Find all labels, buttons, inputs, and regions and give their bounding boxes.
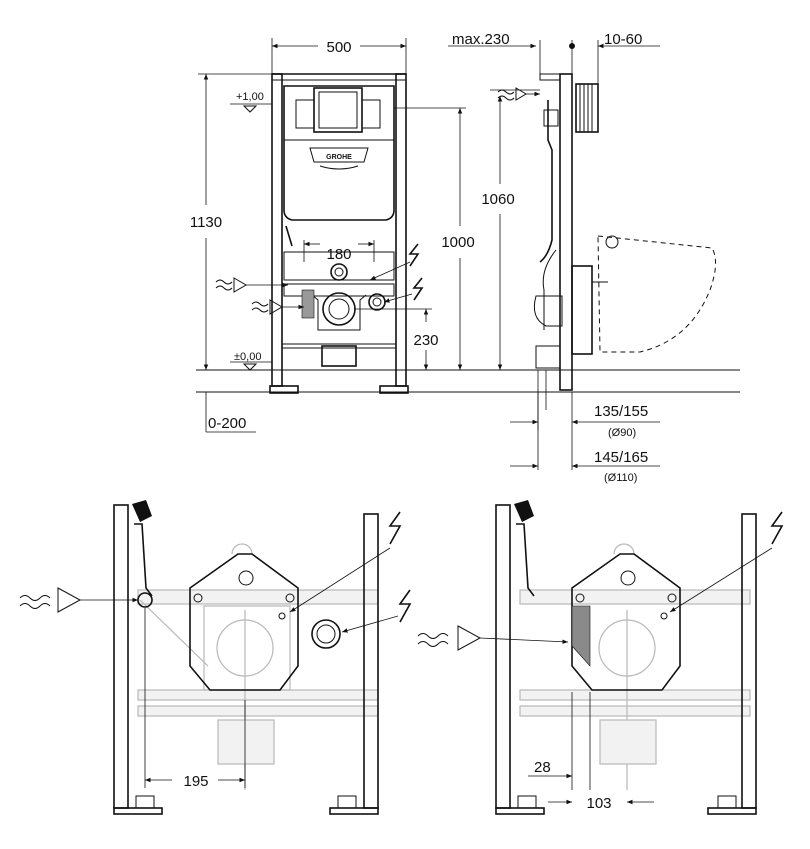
wall-range-dimension: 10-60 [604,31,642,48]
bowl-mount-plate [571,265,593,355]
flush-plate-opening [313,87,363,133]
dim-b-sub: (Ø110) [604,472,637,484]
detail-left-socket [311,619,341,649]
waste-outlet [322,292,356,326]
detail-left-upright-right [363,513,379,809]
detail-right-upright-right [741,513,757,809]
wc-bowl-outline [597,235,716,353]
detail-right-upright-left [495,504,511,809]
frame-right-upright [395,73,407,387]
foot-left [269,385,299,394]
detail-left-hose [134,523,153,597]
dim-a: 135/155 [594,403,648,420]
detail-left-offset-dimension: 195 [183,773,208,790]
detail-right-water-icon [417,633,449,647]
front-view: GROHE 500 1130 +1,00 ±0,00 [190,38,520,433]
detail-left: 195 [19,500,412,815]
width-dimension: 500 [326,39,351,56]
height-dimension: 1130 [190,214,222,231]
outlet-height-dimension: 230 [413,332,438,349]
water-inlet [330,263,348,281]
electric-icon [408,243,420,267]
detail-right-mount-plate [571,553,681,691]
foot-right [379,385,409,394]
side-view: max.230 10-60 1060 135/155 (Ø90) 145/165… [448,31,740,484]
detail-right-offset-dimension: 103 [586,795,611,812]
dim-b: 145/165 [594,449,648,466]
inlet-spacing-dimension: 180 [326,246,351,263]
brand-text: GROHE [326,154,352,161]
dim-a-sub: (Ø90) [608,427,636,439]
plate-height-dimension: 1000 [441,234,474,251]
detail-left-water-icon [19,595,51,609]
detail-right-small-offset-dimension: 28 [534,759,551,776]
floor-adjust-dimension: 0-200 [208,415,246,432]
detail-right-electric-icon [770,511,784,545]
detail-left-electric-icon [388,511,402,545]
floor-level-label: ±0,00 [234,351,261,363]
side-drain-bend [533,295,563,327]
frame-left-upright [271,73,283,387]
max-depth-dimension: max.230 [452,31,510,48]
detail-right-inlet-block [571,605,591,667]
wall-mounting-block [575,83,599,133]
side-frame [559,73,573,391]
side-height-dimension: 1060 [481,191,514,208]
water-inlet-icon [251,301,269,313]
brand-badge [309,147,369,163]
supply-pipe [539,100,553,263]
top-level-label: +1,00 [236,91,264,103]
water-supply-icon [215,279,233,291]
detail-left-electric-icon-2 [398,589,412,623]
detail-right-hose [516,523,535,597]
detail-right: 28 103 [417,500,784,815]
cistern [283,85,395,221]
detail-left-upright-left [113,504,129,809]
drain-pipe [321,345,357,367]
detail-left-mount-plate [189,553,299,691]
electric-icon [412,277,424,301]
